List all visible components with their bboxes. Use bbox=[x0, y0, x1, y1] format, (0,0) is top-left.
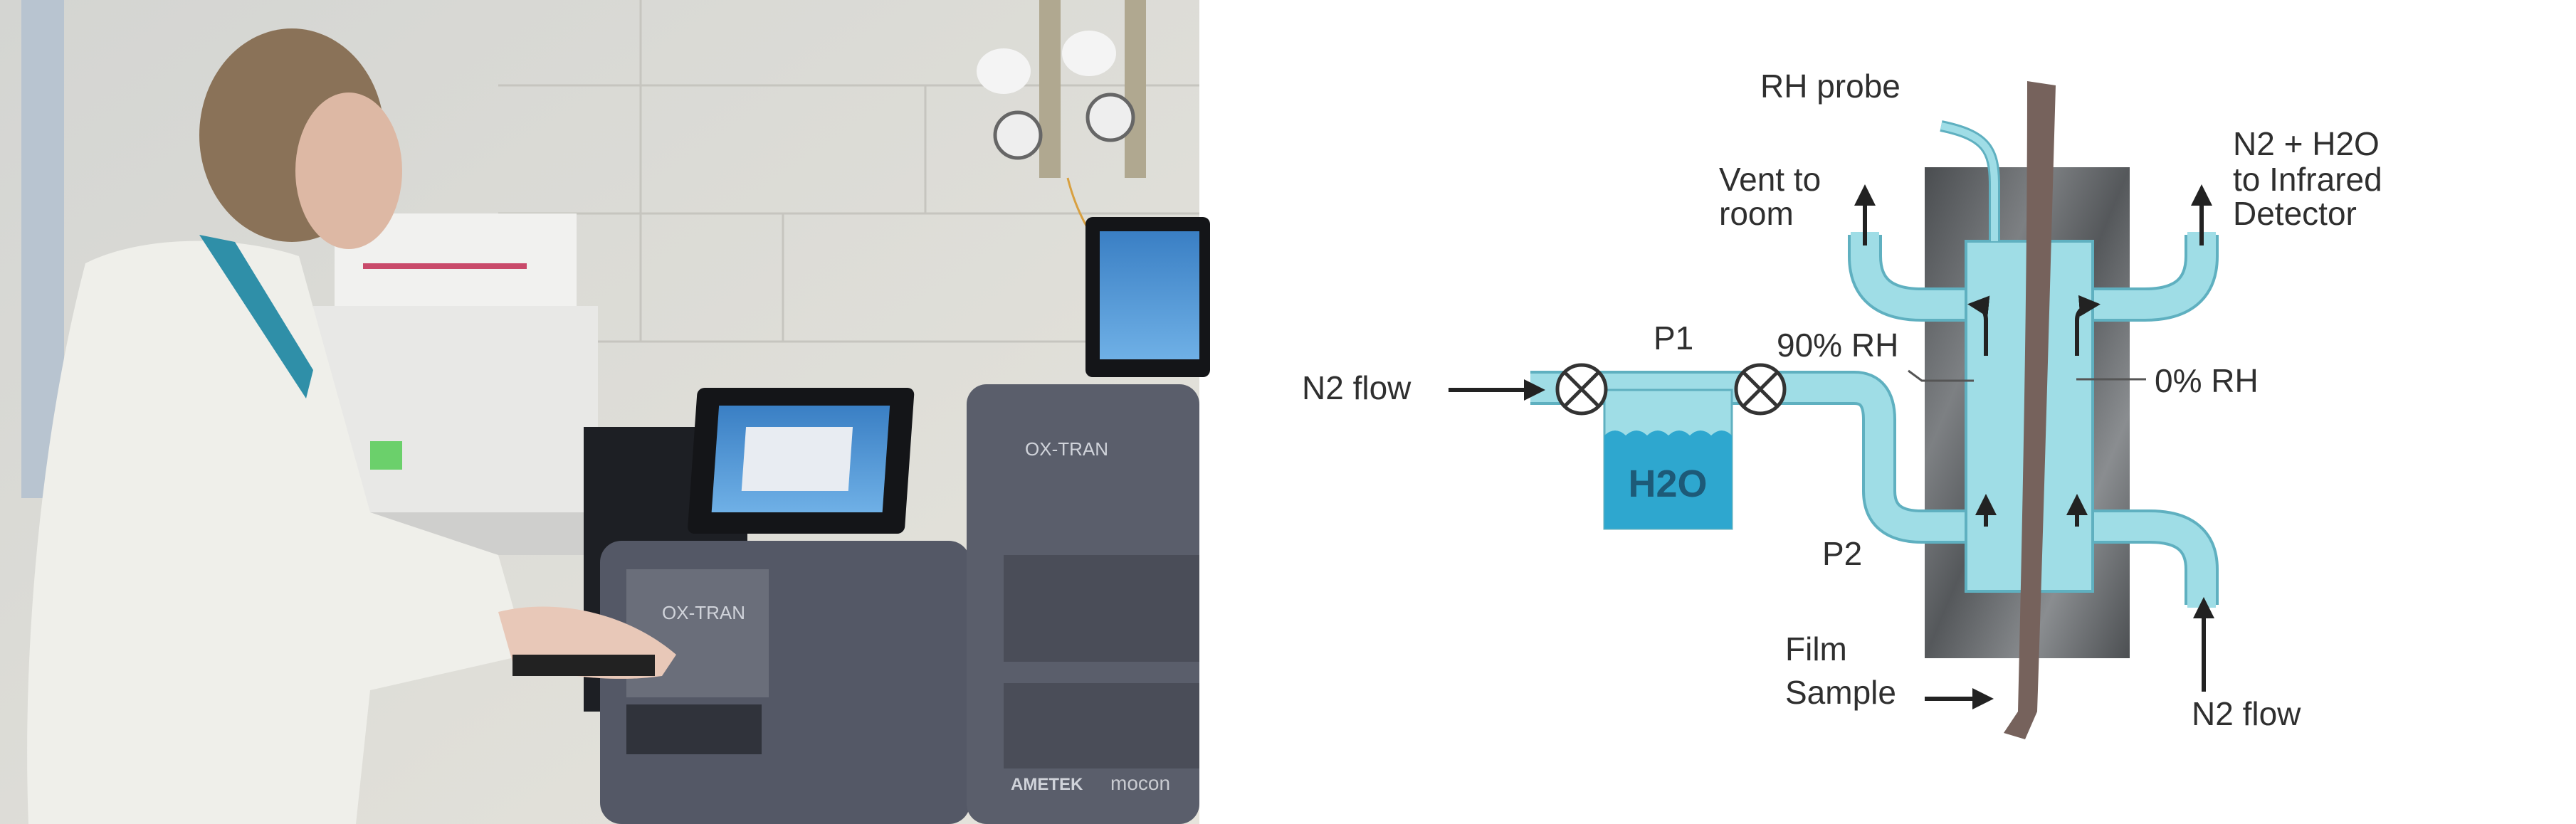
leader-lines bbox=[1908, 369, 2146, 382]
pipes bbox=[1530, 232, 2219, 608]
label-n2-flow-in: N2 flow bbox=[1302, 369, 1411, 406]
permeation-cell-diagram: H2O RH probe Vent to bbox=[1302, 68, 2382, 739]
h2o-tank: H2O bbox=[1603, 389, 1733, 530]
arrow-icon bbox=[2075, 295, 2101, 356]
lab-photo: OX-TRAN OX-TRAN AMETEK mocon bbox=[0, 0, 1210, 824]
svg-text:mocon: mocon bbox=[1110, 772, 1170, 794]
technician bbox=[27, 28, 676, 824]
svg-text:H2O: H2O bbox=[1628, 463, 1707, 505]
block-wall-lines bbox=[498, 0, 1199, 343]
label-rh-probe: RH probe bbox=[1760, 68, 1901, 105]
ox-tran-instrument-right: OX-TRAN AMETEK mocon bbox=[967, 217, 1210, 824]
label-0-rh: 0% RH bbox=[2155, 362, 2259, 399]
film-sample-strip bbox=[2004, 81, 2056, 739]
arrow-icon bbox=[1967, 295, 1990, 356]
label-detector: Detector bbox=[2233, 195, 2357, 232]
svg-text:OX-TRAN: OX-TRAN bbox=[1025, 438, 1108, 460]
label-vent: Vent to bbox=[1719, 161, 1821, 198]
gas-regulators bbox=[977, 0, 1146, 285]
valve-icon bbox=[1555, 363, 1608, 416]
svg-text:AMETEK: AMETEK bbox=[1011, 775, 1083, 794]
label-p2: P2 bbox=[1822, 535, 1862, 572]
label-detector: N2 + H2O bbox=[2233, 125, 2380, 162]
svg-text:OX-TRAN: OX-TRAN bbox=[662, 602, 745, 623]
label-film-sample: Sample bbox=[1785, 674, 1896, 711]
ox-tran-instrument-front: OX-TRAN bbox=[600, 388, 970, 824]
flow-arrows bbox=[1449, 184, 2214, 709]
label-detector: to Infrared bbox=[2233, 161, 2382, 198]
label-film-sample: Film bbox=[1785, 630, 1847, 667]
label-p1: P1 bbox=[1654, 319, 1693, 356]
valve-icon bbox=[1734, 363, 1787, 416]
label-90-rh: 90% RH bbox=[1777, 327, 1898, 364]
label-n2-flow-carrier: N2 flow bbox=[2192, 695, 2301, 732]
label-vent: room bbox=[1719, 195, 1794, 232]
